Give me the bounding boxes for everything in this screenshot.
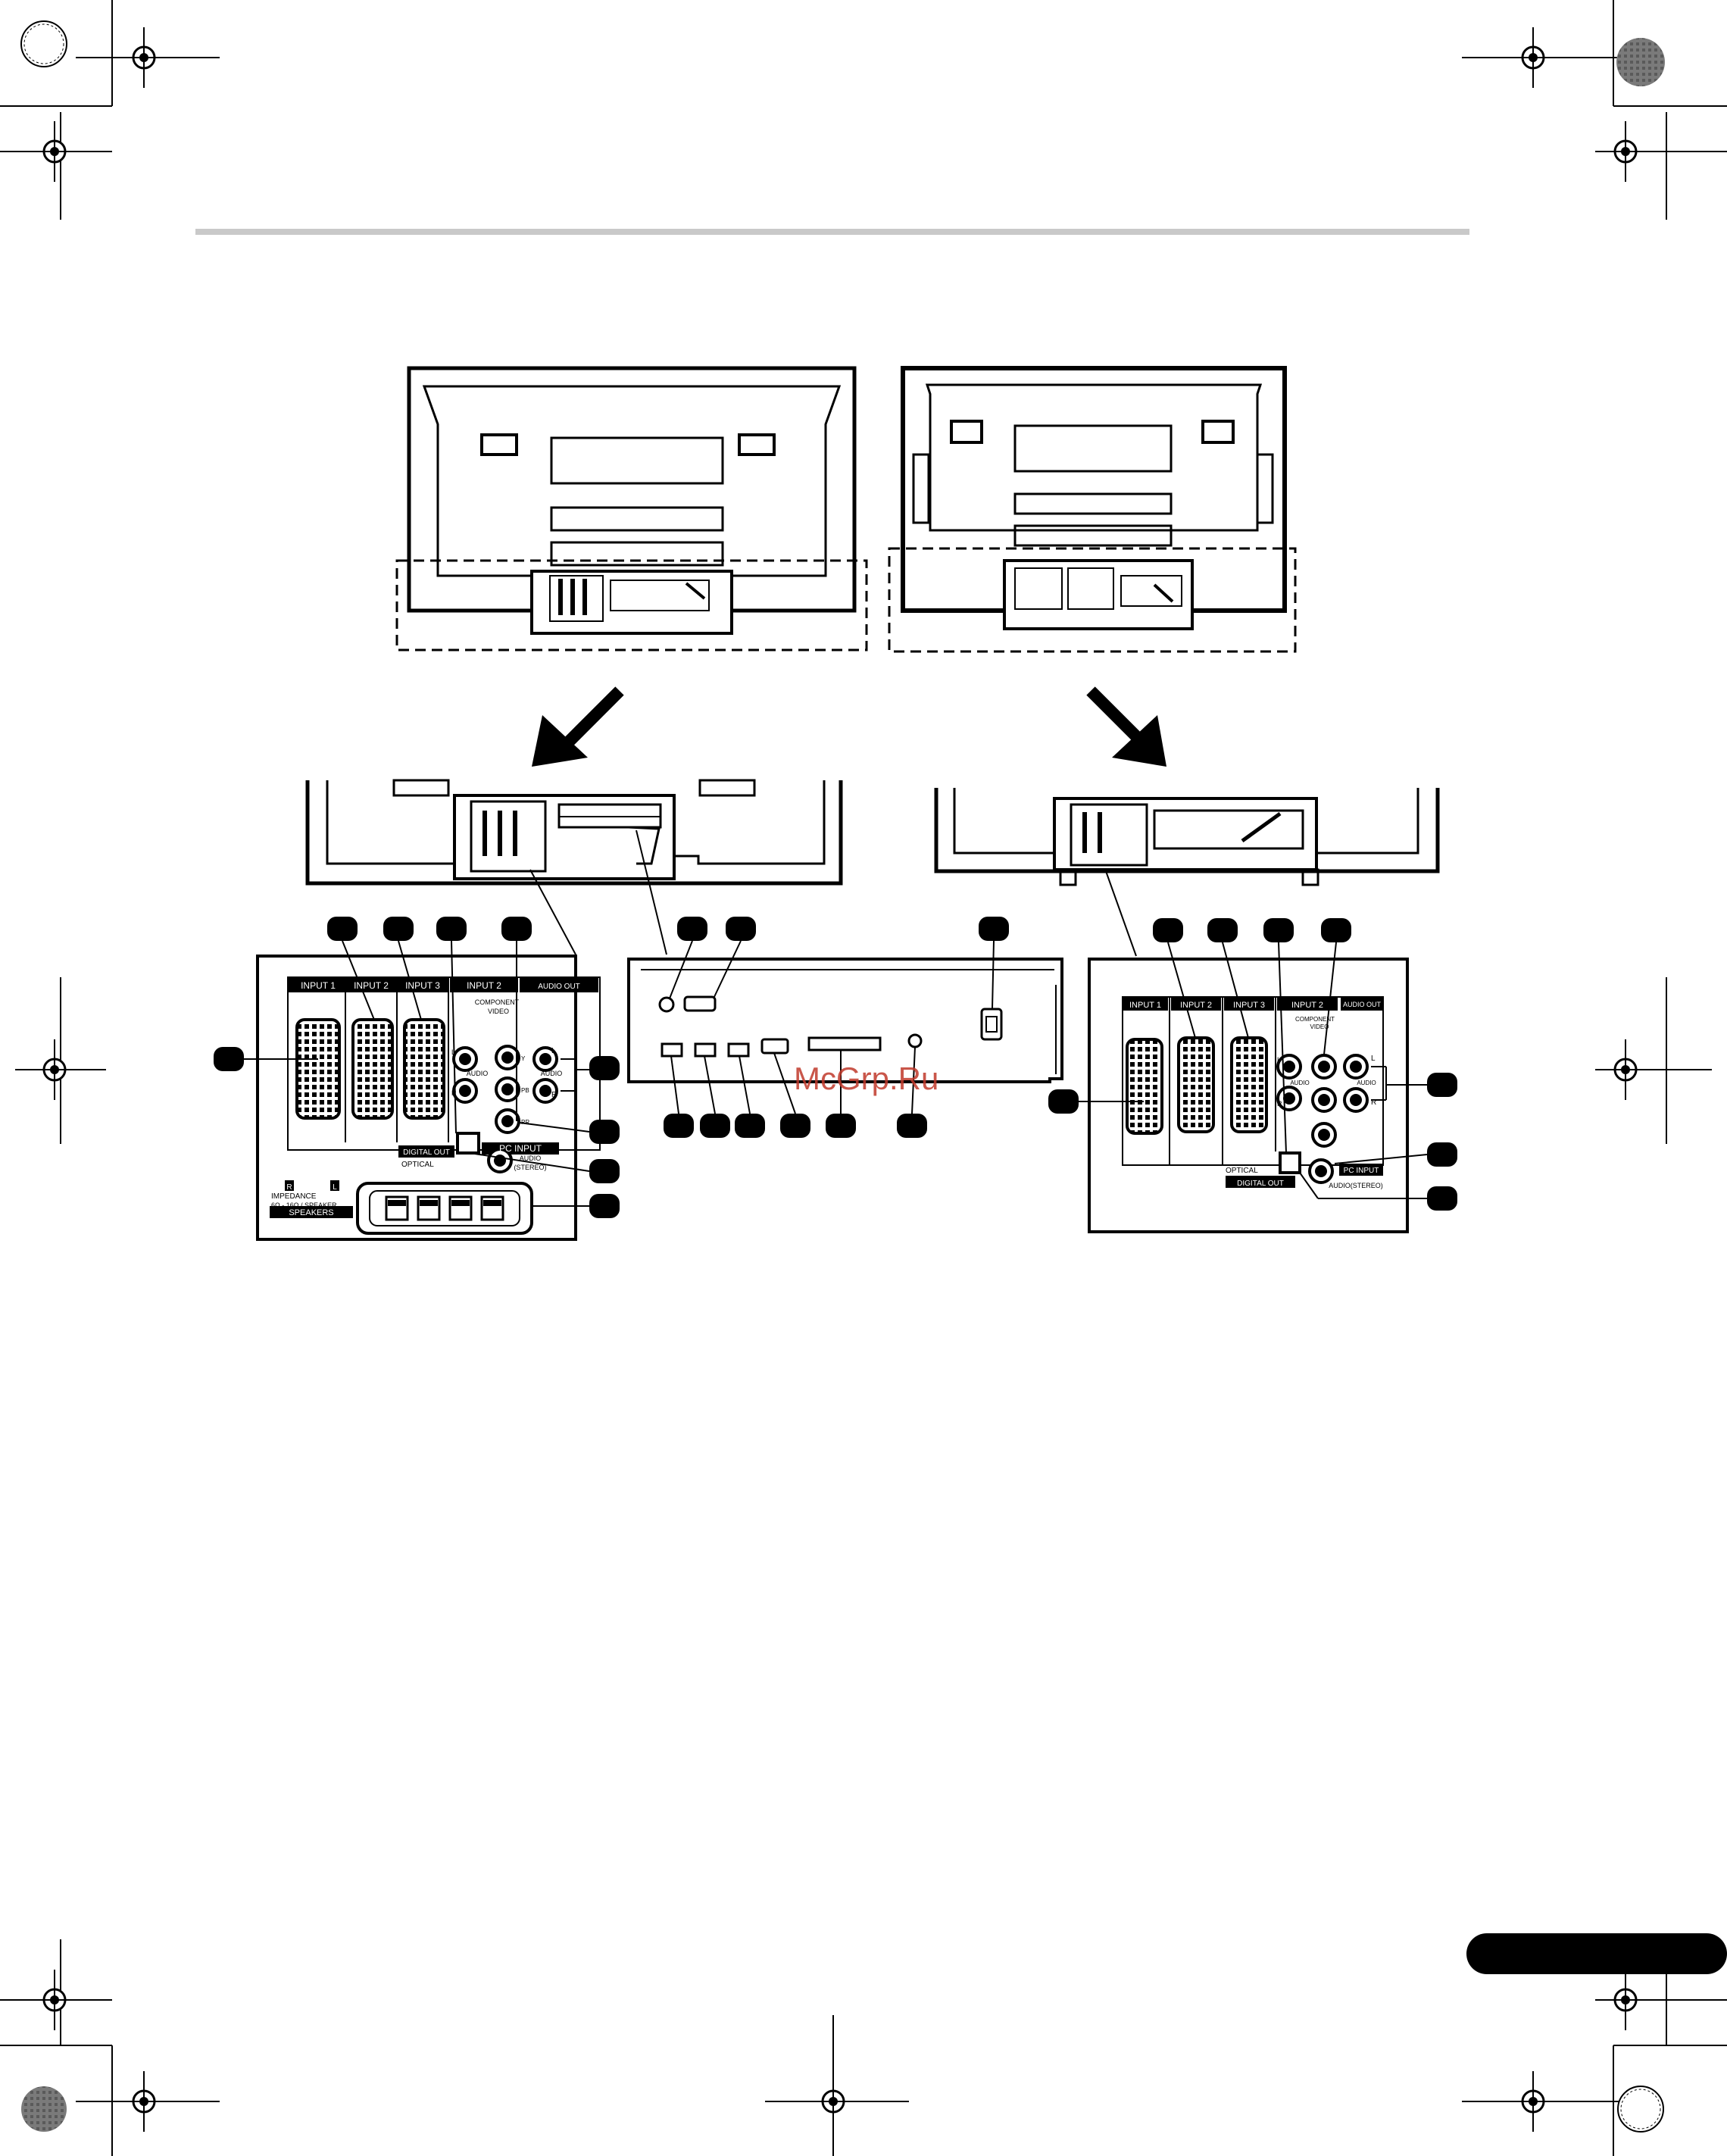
svg-text:AUDIO: AUDIO [541,1070,563,1077]
svg-text:AUDIO: AUDIO [1357,1080,1376,1086]
connection-panel-left [214,917,620,1241]
svg-text:OPTICAL: OPTICAL [1226,1167,1258,1175]
svg-text:AUDIO OUT: AUDIO OUT [1343,1001,1382,1008]
svg-text:DIGITAL OUT: DIGITAL OUT [403,1148,450,1157]
svg-text:L: L [451,1048,455,1056]
svg-text:R: R [551,1091,557,1099]
svg-text:INPUT 2: INPUT 2 [1180,1001,1212,1010]
tv-rear-view-right [888,366,1297,653]
arrow-down-right [1086,686,1166,767]
svg-text:R: R [286,1183,292,1192]
panel-right-labels: INPUT 1 INPUT 2 INPUT 3 INPUT 2 AUDIO OU… [1129,1001,1383,1189]
svg-text:INPUT 2: INPUT 2 [467,980,501,991]
svg-text:INPUT 2: INPUT 2 [1291,1001,1323,1010]
svg-text:Y: Y [521,1055,526,1062]
svg-text:INPUT 2: INPUT 2 [354,980,389,991]
svg-text:PC INPUT: PC INPUT [499,1143,542,1154]
svg-text:IMPEDANCE: IMPEDANCE [271,1192,317,1201]
svg-text:PR: PR [521,1119,529,1126]
svg-text:AUDIO: AUDIO [467,1070,489,1077]
svg-text:PB: PB [521,1087,529,1094]
svg-text:SPEAKERS: SPEAKERS [289,1208,333,1217]
svg-text:INPUT 3: INPUT 3 [1233,1001,1265,1010]
svg-text:VIDEO: VIDEO [488,1008,509,1015]
watermark: McGrp.Ru [794,1061,939,1096]
header-rule [195,229,1469,235]
tv-bottom-zoom-right [934,788,1440,957]
svg-text:AUDIO: AUDIO [520,1155,542,1162]
svg-text:L: L [551,1047,556,1055]
svg-text:INPUT 1: INPUT 1 [301,980,336,991]
svg-text:AUDIO: AUDIO [1290,1080,1309,1086]
svg-text:DIGITAL OUT: DIGITAL OUT [1237,1180,1284,1188]
page-number-tab [1466,1933,1727,1974]
tv-rear-view-left [395,366,868,651]
svg-text:INPUT 1: INPUT 1 [1129,1001,1161,1010]
connection-panel-center [627,917,1063,1138]
svg-text:(STEREO): (STEREO) [514,1164,546,1171]
tv-bottom-zoom-left [305,779,843,955]
svg-text:INPUT 3: INPUT 3 [405,980,440,991]
svg-text:L: L [1277,1056,1281,1064]
svg-text:L: L [1371,1055,1376,1063]
svg-text:COMPONENT: COMPONENT [475,998,520,1006]
svg-text:AUDIO OUT: AUDIO OUT [538,983,580,991]
svg-text:COMPONENT: COMPONENT [1295,1016,1335,1023]
arrow-down-left [532,686,624,767]
svg-text:R: R [451,1089,457,1097]
svg-text:R: R [1371,1098,1376,1107]
svg-text:R: R [1277,1100,1282,1108]
connection-panel-right [1048,918,1457,1233]
svg-text:VIDEO: VIDEO [1310,1023,1329,1030]
svg-text:6Ω - 16Ω / SPEAKER: 6Ω - 16Ω / SPEAKER [271,1201,337,1209]
svg-text:AUDIO(STEREO): AUDIO(STEREO) [1329,1182,1383,1189]
panel-left-labels: INPUT 1 INPUT 2 INPUT 3 INPUT 2 AUDIO OU… [271,980,580,1217]
svg-text:OPTICAL: OPTICAL [401,1161,434,1169]
svg-text:PC INPUT: PC INPUT [1344,1167,1379,1175]
color-circles [20,20,1665,2133]
svg-text:L: L [333,1183,337,1192]
